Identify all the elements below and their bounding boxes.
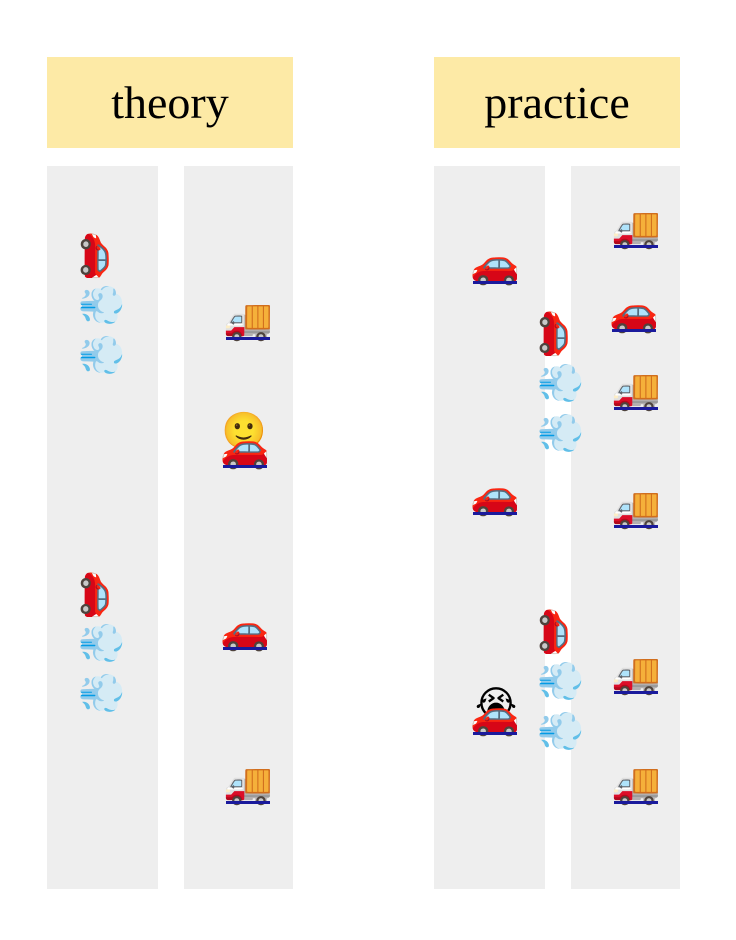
road-line: [614, 801, 658, 804]
car-icon: 🚗: [470, 241, 520, 287]
car-icon: 🚗: [470, 692, 520, 738]
theory-right-lane: [184, 166, 293, 889]
car-icon: 🚗: [538, 309, 584, 359]
road-line: [223, 647, 267, 650]
crying-face-icon: 😭: [474, 684, 518, 725]
truck-icon: 🚚: [223, 297, 273, 343]
practice-left-lane: [434, 166, 545, 889]
exhaust-icon: 💨: [537, 659, 585, 703]
exhaust-icon: 💨: [537, 709, 585, 753]
road-line: [614, 407, 658, 410]
truck-icon: 🚚: [611, 651, 661, 697]
exhaust-icon: 💨: [78, 283, 126, 327]
car-icon: 🚗: [220, 607, 270, 653]
truck-icon: 🚚: [611, 367, 661, 413]
exhaust-icon: 💨: [78, 621, 126, 665]
road-line: [612, 329, 656, 332]
road-line: [473, 732, 517, 735]
truck-icon: 🚚: [611, 205, 661, 251]
theory-left-lane: [47, 166, 158, 889]
road-line: [473, 281, 517, 284]
truck-icon: 🚚: [223, 761, 273, 807]
smile-icon: 🙂: [221, 411, 267, 452]
theory-title: theory: [47, 57, 293, 148]
truck-icon: 🚚: [611, 761, 661, 807]
road-line: [223, 465, 267, 468]
practice-title: practice: [434, 57, 680, 148]
road-line: [614, 691, 658, 694]
exhaust-icon: 💨: [537, 411, 585, 455]
road-line: [226, 801, 270, 804]
car-icon: 🚗: [220, 425, 270, 471]
car-icon: 🚗: [609, 289, 659, 335]
road-line: [614, 525, 658, 528]
car-icon: 🚗: [470, 472, 520, 518]
road-line: [473, 512, 517, 515]
car-icon: 🚗: [79, 570, 125, 620]
road-line: [226, 337, 270, 340]
road-line: [614, 245, 658, 248]
truck-icon: 🚚: [611, 485, 661, 531]
exhaust-icon: 💨: [537, 361, 585, 405]
car-icon: 🚗: [79, 231, 125, 281]
exhaust-icon: 💨: [78, 333, 126, 377]
exhaust-icon: 💨: [78, 671, 126, 715]
car-icon: 🚗: [538, 607, 584, 657]
